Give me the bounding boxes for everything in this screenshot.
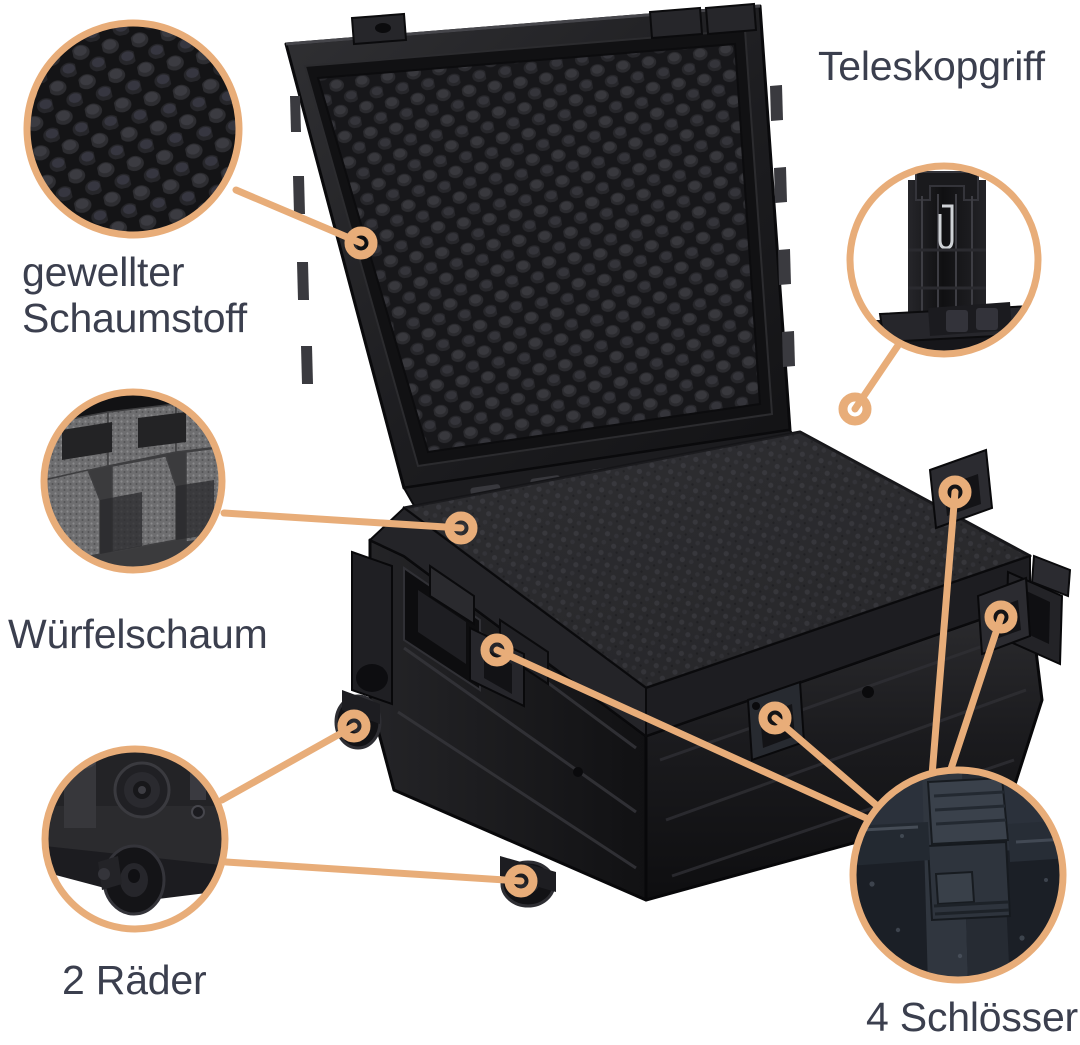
marker-lock-b	[984, 600, 1018, 634]
callout-bubble-cube-foam	[40, 388, 226, 574]
callout-label-cube-foam: Würfelschaum	[8, 611, 268, 657]
marker-wheel-b	[504, 864, 538, 898]
case-body	[334, 430, 1072, 908]
marker-lock-a	[938, 475, 972, 509]
callout-bubble-foam	[23, 19, 243, 239]
connector-cube	[220, 509, 465, 532]
connector-lock-c	[771, 714, 886, 814]
callout-label-locks: 4 Schlösser	[866, 994, 1079, 1040]
callout-bubble-locks	[849, 766, 1067, 984]
marker-lock-c	[758, 701, 792, 735]
marker-lock-d	[480, 633, 514, 667]
callout-label-foam: gewellter Schaumstoff	[22, 249, 247, 341]
case-lid	[284, 2, 795, 490]
marker-foam	[344, 226, 378, 260]
marker-cube	[444, 511, 478, 545]
connector-lock-d	[493, 646, 870, 822]
callout-label-wheels: 2 Räder	[62, 957, 207, 1003]
marker-handle	[838, 392, 872, 426]
connector-wheel-b	[222, 858, 525, 885]
connector-wheel-a	[218, 722, 358, 804]
connector-foam	[232, 186, 365, 247]
marker-wheel-a	[337, 709, 371, 743]
connector-lock-b	[940, 613, 1005, 794]
callout-label-handle: Teleskopgriff	[818, 43, 1045, 89]
connector-lock-a	[926, 488, 959, 804]
callout-bubble-wheels	[41, 745, 229, 933]
callout-bubble-handle	[846, 162, 1042, 358]
